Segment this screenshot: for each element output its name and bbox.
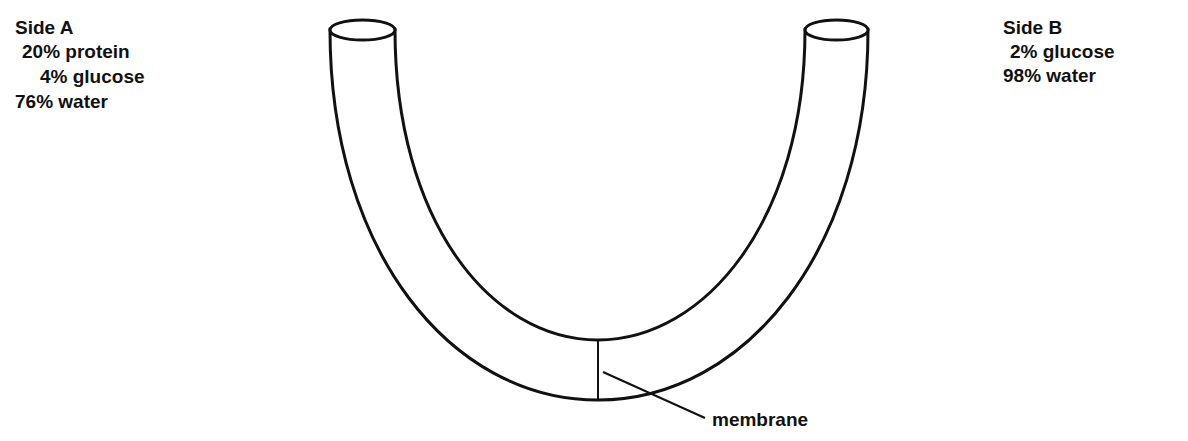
solution-label: Side B [1003, 18, 1062, 39]
solution-label: 4% glucose [40, 67, 145, 88]
solution-label: Side A [15, 18, 73, 39]
u-tube [330, 30, 868, 400]
solution-label: 98% water [1003, 66, 1096, 87]
membrane-line [597, 341, 599, 399]
solution-label: 20% protein [22, 42, 130, 63]
tube-opening [330, 20, 395, 40]
solution-label: 2% glucose [1010, 42, 1115, 63]
part-label: membrane [712, 410, 808, 431]
tube-opening [805, 20, 868, 40]
solution-label: 76% water [15, 92, 108, 113]
leader-line [603, 372, 705, 418]
